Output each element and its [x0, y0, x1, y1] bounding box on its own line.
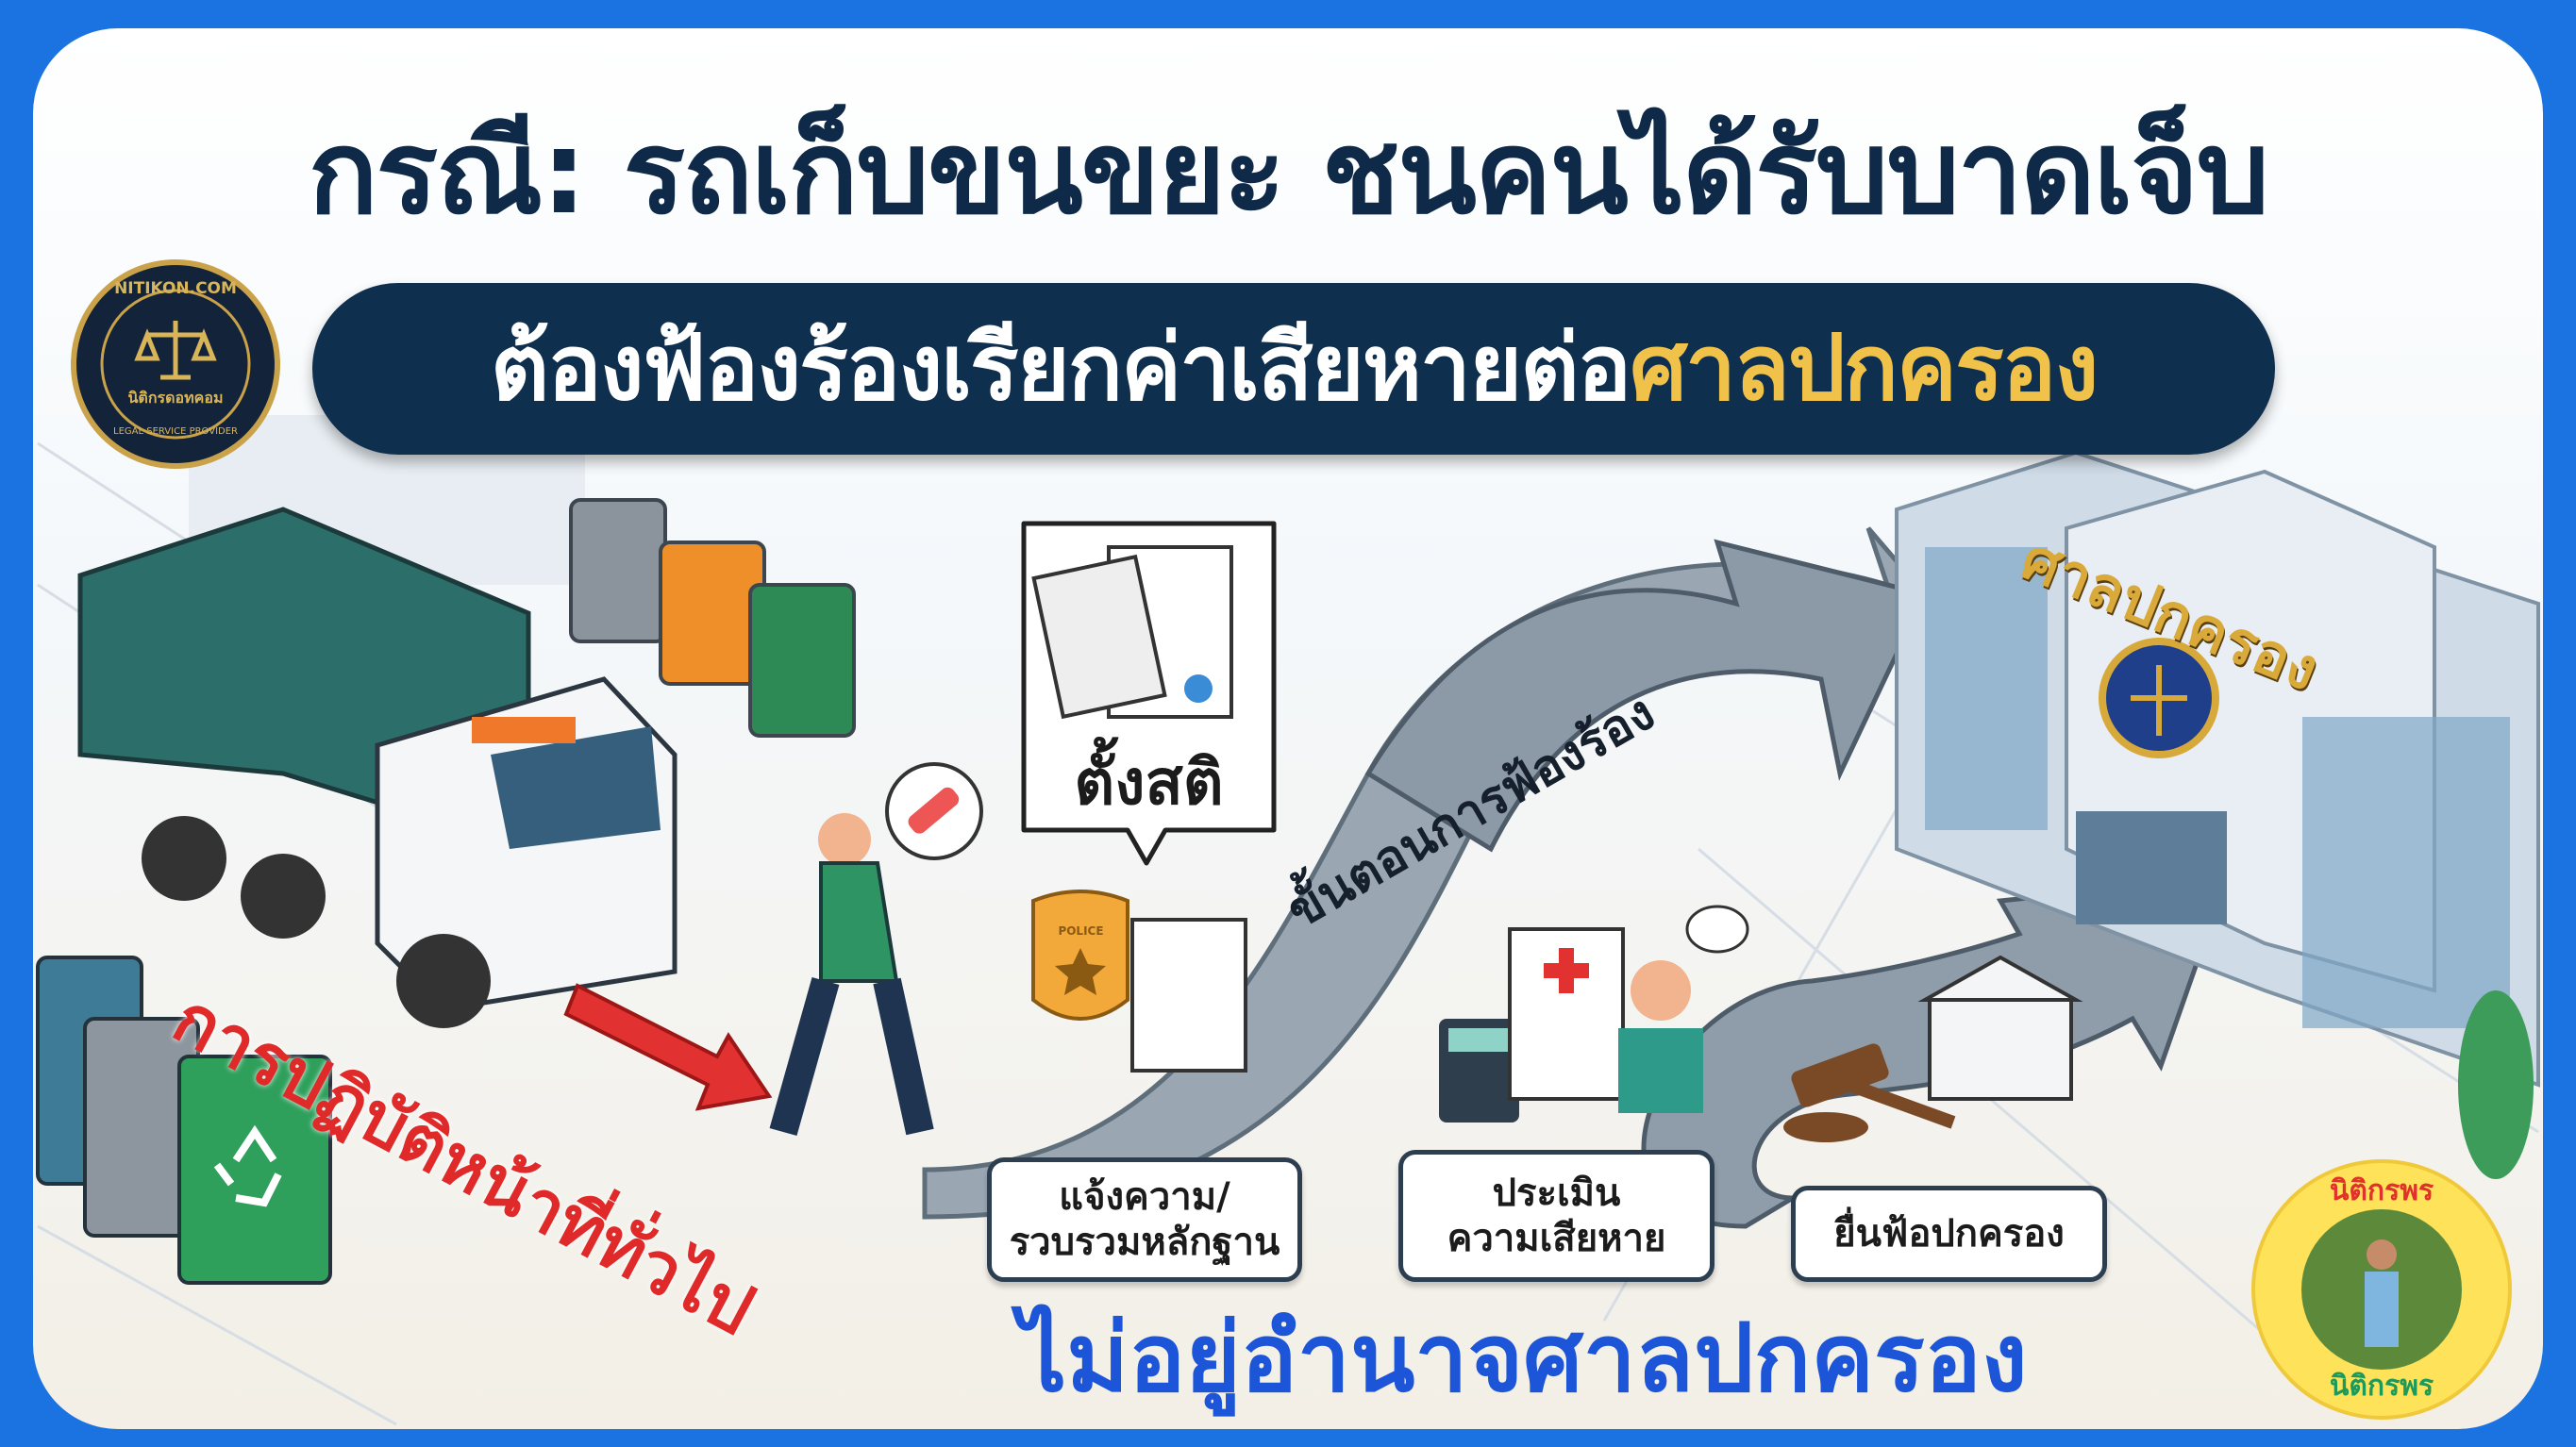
jurisdiction-note: ไม่อยู่อำนาจศาลปกครอง: [1019, 1303, 2028, 1413]
step-report-evidence: แจ้งความ/ รวบรวมหลักฐาน: [987, 1157, 1302, 1282]
speech-bubble: [1021, 521, 1277, 866]
truck-wheel: [142, 816, 226, 901]
step-line: ยื่นฟ้อปกครอง: [1833, 1212, 2065, 1256]
nitikon-logo: [71, 259, 280, 469]
banner-highlight: ศาลปกครอง: [1630, 315, 2099, 422]
police-report: [1031, 890, 1247, 1073]
report-document-icon: [1130, 918, 1247, 1073]
process-road: [922, 526, 1929, 1220]
medical-cross-icon: [1544, 948, 1589, 993]
logo-bottom-text: LEGAL SERVICE PROVIDER: [113, 426, 238, 437]
gavel-icon: [1791, 1043, 1889, 1107]
headline-banner: ต้องฟ้องร้องเรียกค่าเสียหายต่อศาลปกครอง: [312, 283, 2275, 455]
logo-center-text: นิติกรดอทคอม: [127, 389, 224, 407]
road-arrow-1: [1364, 539, 1929, 853]
medical-document-icon: [1508, 927, 1625, 1101]
recycle-icon: [213, 1124, 282, 1207]
red-arrow-icon: [563, 983, 773, 1111]
page-title: กรณี: รถเก็บขนขยะ ชนคนได้รับบาดเจ็บ: [308, 106, 2270, 240]
logo-top-text: NITIKON.COM: [114, 279, 237, 298]
court-filing: [1783, 955, 2083, 1142]
injured-person: [769, 762, 983, 1137]
star-icon: [1055, 948, 1106, 995]
step-file-lawsuit: ยื่นฟ้อปกครอง: [1791, 1186, 2107, 1282]
author-badge-top: นิติกรพร: [2329, 1174, 2434, 1207]
trash-bins-bottom: [36, 956, 332, 1285]
truck-wheel: [396, 934, 491, 1028]
police-badge-label: POLICE: [1058, 924, 1104, 938]
step-line: รวบรวมหลักฐาน: [1009, 1221, 1280, 1264]
step-line: ประเมิน: [1492, 1172, 1621, 1215]
step-line: ความเสียหาย: [1447, 1217, 1666, 1260]
trash-bins-top: [569, 498, 856, 738]
tree-icon: [2458, 990, 2534, 1179]
damage-assessment: [1439, 905, 1749, 1123]
speech-bubble-text: ตั้งสติ: [1074, 746, 1224, 819]
administrative-court-building: [1895, 450, 2540, 1088]
banner-text: ต้องฟ้องร้องเรียกค่าเสียหายต่อ: [490, 315, 1631, 422]
step-line: แจ้งความ/: [1059, 1175, 1230, 1219]
scales-icon: [134, 321, 217, 380]
step-assess-damage: ประเมิน ความเสียหาย: [1398, 1150, 1715, 1282]
author-badge-bottom: นิติกรพร: [2329, 1370, 2434, 1403]
author-badge: [2251, 1159, 2512, 1420]
garbage-truck: [77, 507, 677, 1028]
truck-wheel: [241, 854, 326, 939]
thought-bubble-icon: [1685, 905, 1749, 954]
